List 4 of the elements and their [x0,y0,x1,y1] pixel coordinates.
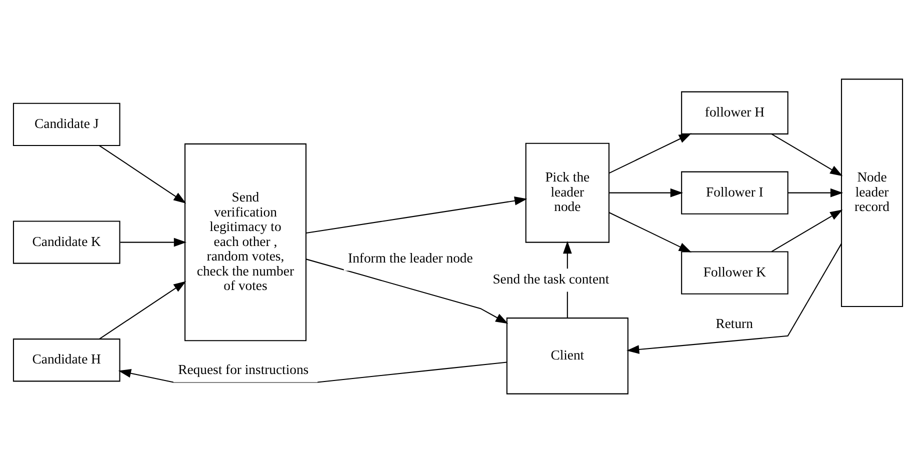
edge-label: Request for instructions [178,362,308,377]
edge-label: Return [715,315,752,330]
edge-label: Inform the leader node [348,250,472,266]
edge-label: Send the task content [492,271,609,286]
